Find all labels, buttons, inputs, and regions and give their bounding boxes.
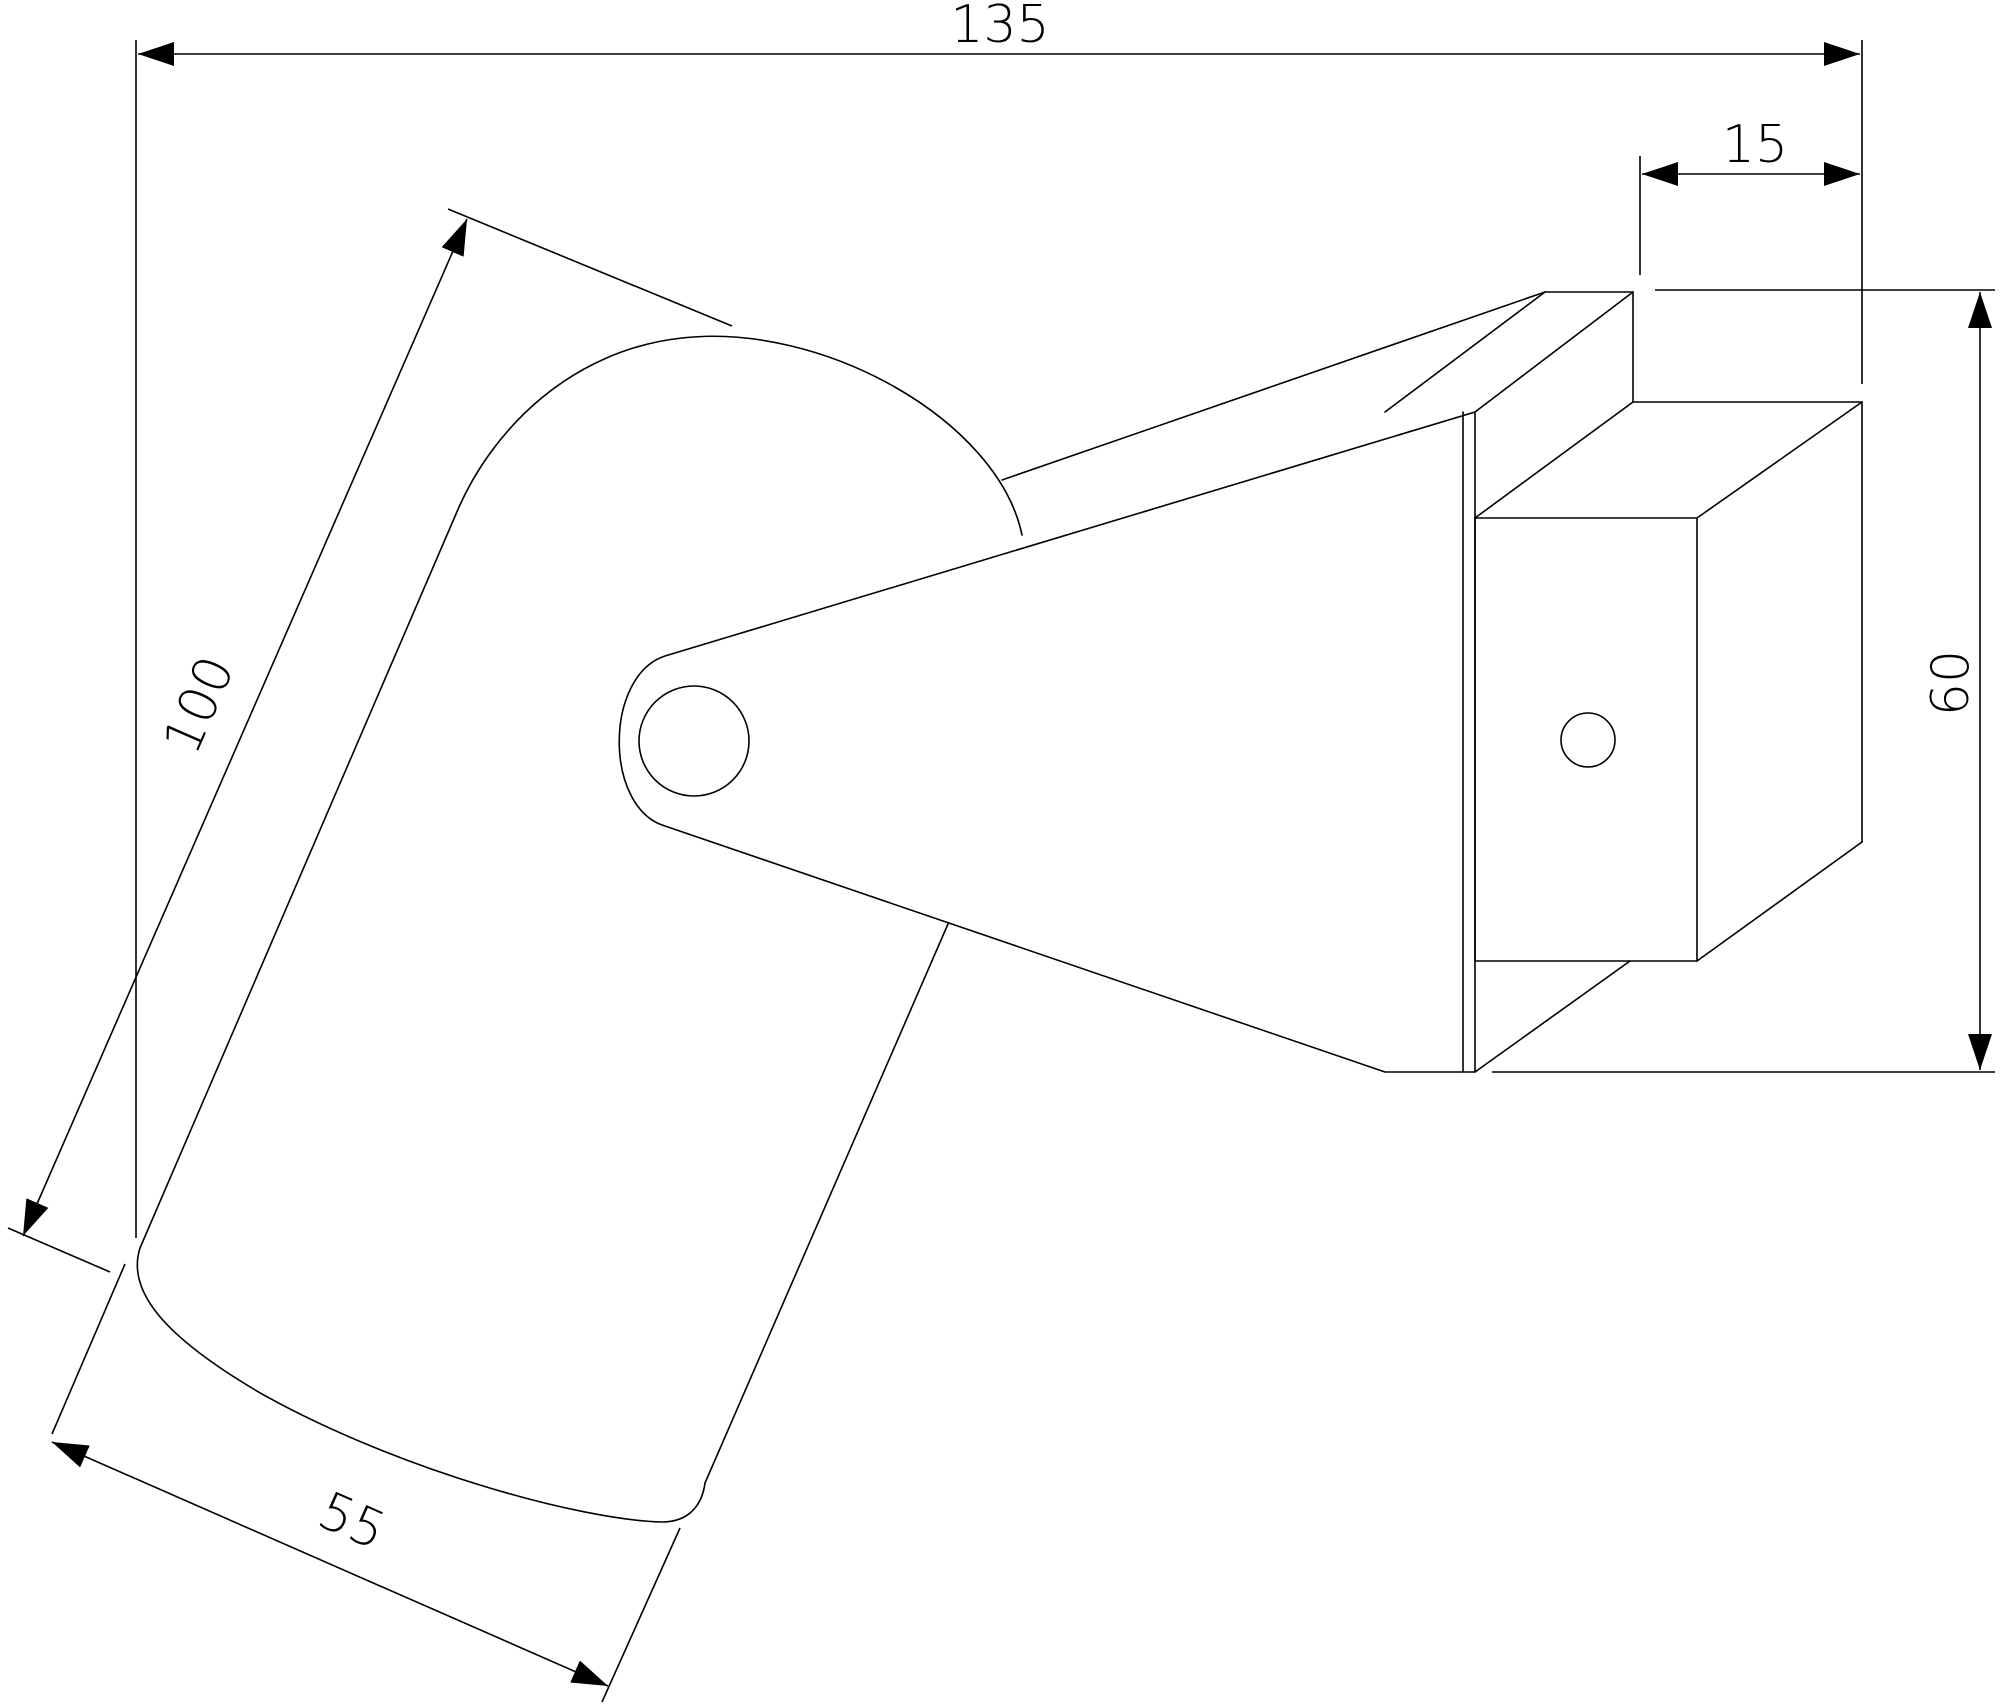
arm [618,291,1546,1073]
dim-body-diameter: 55 [51,1263,681,1703]
mount-diag-bottom [1696,841,1863,962]
dim-line-55 [51,1441,609,1687]
dim-label-60: 60 [1921,650,1981,716]
mount-diag-front [1696,401,1863,519]
dim-overall-width: 135 [135,0,1863,1238]
arm-back-line [1001,291,1546,481]
pivot-screw [638,685,750,797]
dim-mount-depth: 15 [1639,115,1860,275]
body-bottom-curve [136,1247,706,1523]
wall-mount [1474,291,1863,1073]
ext-line-body-top [447,208,733,327]
mount-diag-inner [1474,401,1634,519]
arm-top-bevel [1384,291,1546,413]
dim-height: 60 [1492,289,1995,1073]
lamp-body [136,335,1023,1523]
mount-front-face [1474,517,1698,962]
dim-line-100 [22,218,468,1237]
dim-label-55: 55 [309,1481,394,1563]
body-right-edge [704,923,949,1484]
dim-label-135: 135 [950,0,1049,55]
dim-body-length: 100 [7,208,733,1273]
mount-screw [1560,712,1616,768]
dim-label-15: 15 [1722,115,1788,175]
mount-diag-top [1474,291,1634,413]
body-left-edge [139,513,457,1249]
body-top-arc [455,335,1023,536]
ext-line-diam-right [601,1527,681,1703]
dim-label-100: 100 [152,648,247,763]
mount-bottom-rear [1474,960,1631,1073]
arm-outline [618,411,1476,1073]
ext-line-diam-left [51,1263,126,1435]
